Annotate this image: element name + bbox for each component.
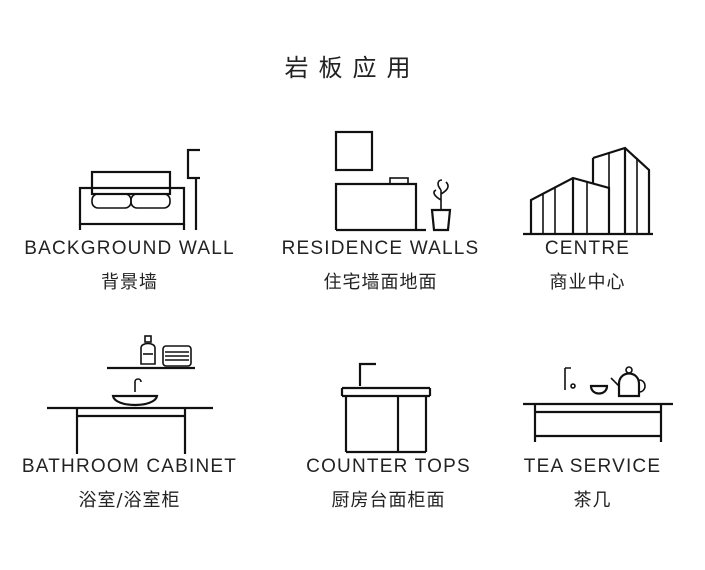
application-item-counter-tops: COUNTER TOPS 厨房台面柜面 <box>271 356 506 512</box>
item-label-en: CENTRE <box>544 238 631 259</box>
item-label-en: RESIDENCE WALLS <box>281 238 480 259</box>
application-item-centre: CENTRE 商业中心 <box>470 130 705 294</box>
desk-plant-icon <box>334 130 451 232</box>
item-label-cn: 住宅墙面地面 <box>323 272 438 293</box>
item-label-en: BATHROOM CABINET <box>21 456 238 477</box>
item-label-en: BACKGROUND WALL <box>24 238 235 259</box>
item-label-en: COUNTER TOPS <box>306 456 471 477</box>
application-item-tea-service: TEA SERVICE 茶几 <box>475 356 705 512</box>
page-title: 岩板应用 <box>284 54 421 82</box>
item-label-cn: 背景墙 <box>101 272 158 293</box>
item-label-cn: 厨房台面柜面 <box>331 490 446 511</box>
application-item-residence-walls: RESIDENCE WALLS 住宅墙面地面 <box>263 130 498 294</box>
building-icon <box>522 146 653 236</box>
tea-table-icon <box>522 366 673 442</box>
item-label-en: TEA SERVICE <box>523 456 662 477</box>
kitchen-counter-icon <box>340 362 431 454</box>
sofa-lamp-icon <box>78 148 200 230</box>
item-label-cn: 商业中心 <box>549 272 626 293</box>
item-label-cn: 浴室/浴室柜 <box>78 490 181 511</box>
bathroom-sink-icon <box>46 335 213 454</box>
item-label-cn: 茶几 <box>573 490 612 511</box>
application-item-background-wall: BACKGROUND WALL 背景墙 <box>12 130 247 294</box>
application-item-bathroom-cabinet: BATHROOM CABINET 浴室/浴室柜 <box>12 334 247 512</box>
